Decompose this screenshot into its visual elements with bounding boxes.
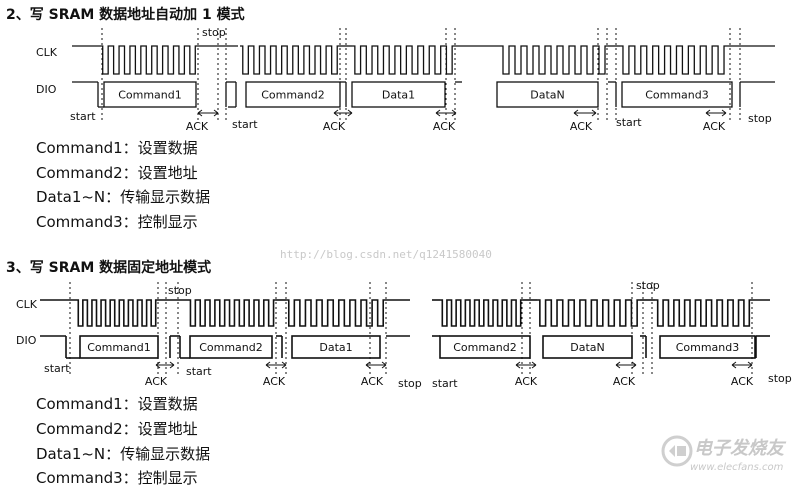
data-frame-box (659, 335, 756, 359)
ack-arrowheads (573, 109, 597, 117)
legend-line: Data1~N：传输显示数据 (36, 188, 211, 206)
timing-diagram-fixed-address: CLK DIO Command1 Command2 Data1 Command2 Dat… (16, 279, 792, 390)
logo-title: 电子发烧友 (694, 438, 784, 459)
clk-pulse-train (655, 299, 752, 327)
data-frame-label: Data1 (319, 341, 352, 354)
ack-arrowheads (435, 109, 457, 117)
logo-icon (661, 435, 693, 467)
data-frame-label: Command2 (261, 89, 325, 102)
dio-signal-label: DIO (16, 334, 37, 347)
data-frame-label: Command3 (645, 89, 709, 102)
ack-label: ACK (570, 120, 593, 133)
ack-label: ACK (186, 120, 209, 133)
start-label: start (232, 118, 258, 131)
elecfans-logo: 电子发烧友 www.elecfans.com (660, 432, 795, 480)
clk-pulse-train (286, 299, 386, 327)
ack-label: ACK (703, 120, 726, 133)
data-frame-box (291, 335, 381, 359)
timing-markers: ACK ACK ACK ACK ACK start start start stop stop (70, 26, 772, 133)
start-label: start (44, 362, 70, 375)
data-frame-label: Command2 (453, 341, 517, 354)
stop-label: stop (168, 284, 192, 297)
clk-pulse-train (500, 45, 608, 75)
clk-pulse-train (352, 45, 455, 75)
data-frame-label: Command3 (676, 341, 740, 354)
data-frame-box (621, 81, 733, 108)
data-frame-label: DataN (530, 89, 565, 102)
ack-arrowheads (515, 361, 537, 369)
ack-label: ACK (433, 120, 456, 133)
start-label: start (186, 365, 212, 378)
data-frame-box (351, 81, 446, 108)
dio-signal-label: DIO (36, 83, 57, 96)
data-frame-label: DataN (570, 341, 605, 354)
clk-pulse-train (620, 45, 727, 75)
legend-line: Command1：设置数据 (36, 395, 198, 413)
legend-line: Command2：设置地址 (36, 164, 198, 182)
ack-label: ACK (613, 375, 636, 388)
clk-pulse-train (537, 299, 640, 327)
legend-line: Command2：设置地址 (36, 420, 198, 438)
stop-label: stop (398, 377, 422, 390)
clk-pulse-train (440, 299, 523, 327)
ack-label: ACK (731, 375, 754, 388)
ack-arrowheads (265, 361, 287, 369)
data-frame-label: Command1 (118, 89, 182, 102)
dio-waveform: Command1 Command2 Data1 DataN Command3 (72, 81, 775, 108)
data-frame-label: Command2 (199, 341, 263, 354)
section1-heading: 2、写 SRAM 数据地址自动加 1 模式 (6, 7, 245, 23)
ack-label: ACK (361, 375, 384, 388)
ack-label: ACK (145, 375, 168, 388)
legend-line: Command3：控制显示 (36, 469, 198, 486)
ack-label: ACK (263, 375, 286, 388)
clk-pulse-train (100, 45, 198, 75)
ack-arrowheads (615, 361, 637, 369)
clk-pulse-train (188, 299, 276, 327)
clk-signal-label: CLK (16, 298, 38, 311)
stop-label: stop (748, 112, 772, 125)
clk-pulse-train (240, 45, 340, 75)
ack-arrowheads (705, 109, 727, 117)
data-frame-box (189, 335, 273, 359)
clk-pulse-train (76, 299, 158, 327)
ack-arrowheads (155, 361, 175, 369)
start-label: start (70, 110, 96, 123)
stop-label: stop (636, 279, 660, 292)
timing-markers: ACK ACK ACK ACK ACK ACK start start start stop sto… (44, 279, 792, 390)
data-frame-label: Command1 (87, 341, 151, 354)
dio-waveform: Command1 Command2 Data1 Command2 DataN Comman… (40, 335, 770, 359)
ack-arrowheads (333, 109, 353, 117)
ack-arrowheads (197, 109, 219, 117)
ack-arrowheads (365, 361, 387, 369)
legend-line: Data1~N：传输显示数据 (36, 445, 211, 463)
logo-url: www.elecfans.com (690, 462, 784, 473)
watermark-url: http://blog.csdn.net/q1241580040 (280, 248, 492, 261)
clk-waveform (72, 45, 775, 75)
start-label: start (432, 377, 458, 390)
ack-label: ACK (323, 120, 346, 133)
clk-signal-label: CLK (36, 46, 58, 59)
legend-line: Command1：设置数据 (36, 139, 198, 157)
stop-label: stop (768, 372, 792, 385)
section2-heading: 3、写 SRAM 数据固定地址模式 (6, 260, 212, 276)
ack-label: ACK (515, 375, 538, 388)
data-frame-label: Data1 (382, 89, 415, 102)
start-label: start (616, 116, 642, 129)
ack-arrowheads (731, 361, 753, 369)
data-frame-box (103, 81, 197, 108)
stop-label: stop (202, 26, 226, 39)
legend-line: Command3：控制显示 (36, 213, 198, 231)
clk-waveform (40, 299, 770, 327)
